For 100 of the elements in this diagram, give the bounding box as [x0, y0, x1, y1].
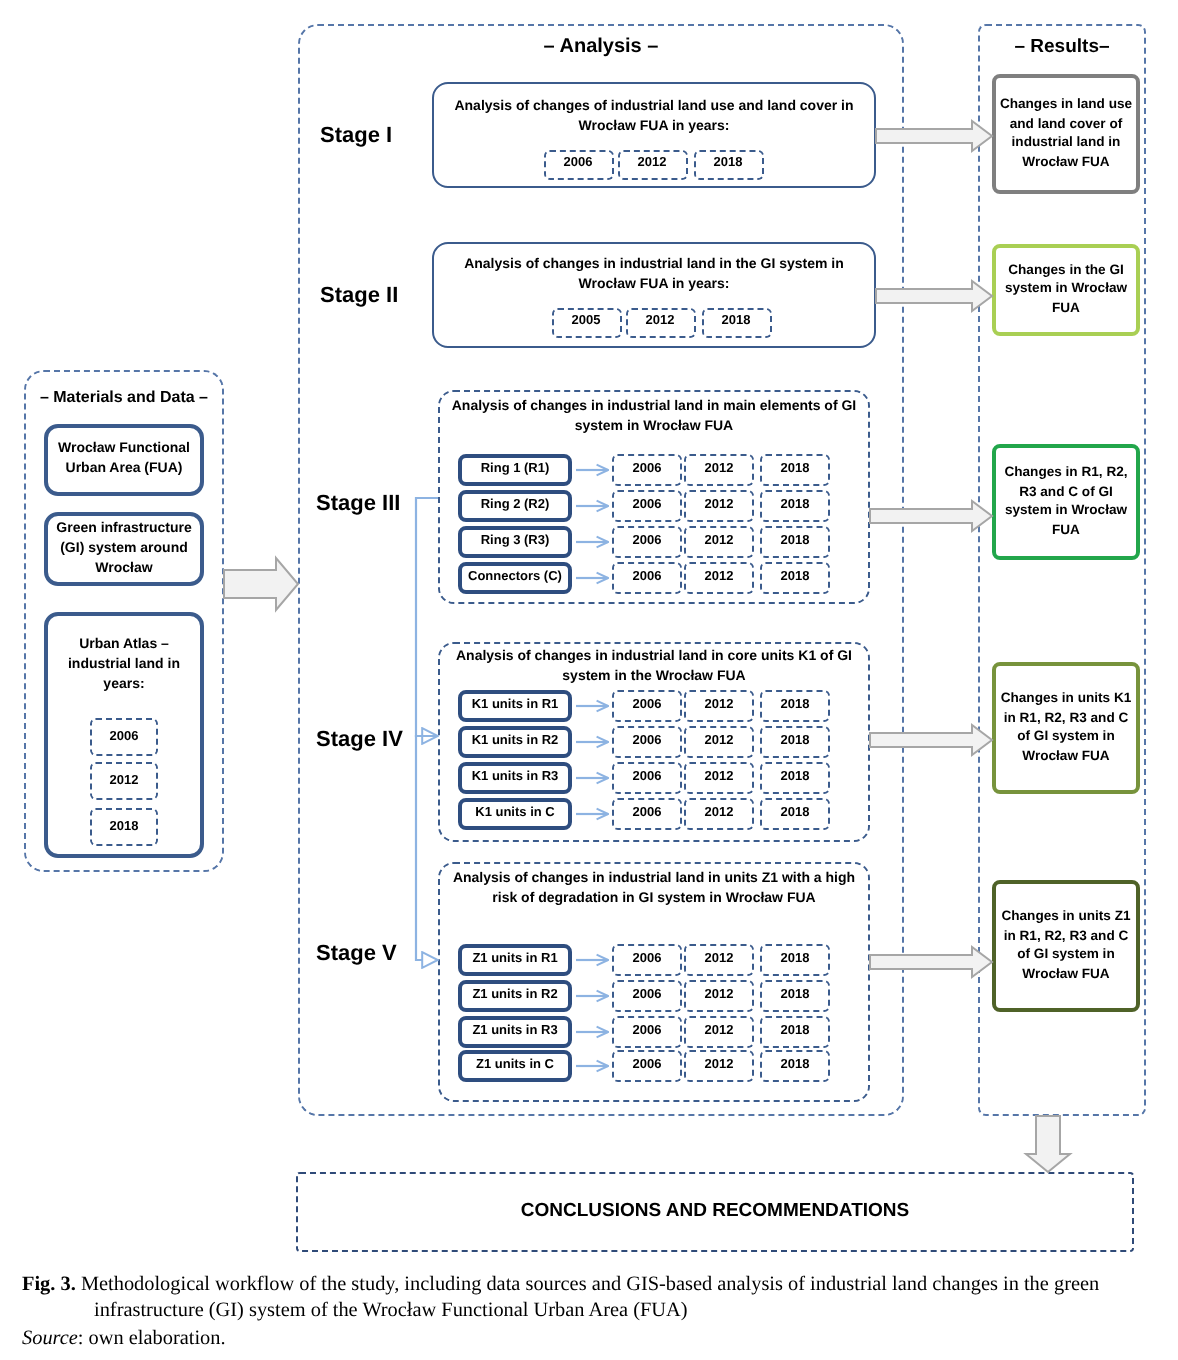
year-box [551, 307, 621, 337]
year-box [612, 526, 682, 558]
data-source-box [44, 424, 204, 496]
year-box [543, 149, 613, 179]
block-arrow [1023, 1115, 1073, 1174]
year-box [612, 1016, 682, 1048]
stage-label: Stage I [320, 124, 393, 148]
year-box [684, 562, 754, 594]
panel-title: – Results– [1014, 36, 1110, 58]
element-box [458, 1050, 572, 1082]
element-box [458, 1016, 572, 1048]
year-box [684, 726, 754, 758]
stage-box [438, 862, 870, 1102]
element-box [458, 798, 572, 830]
year-box [684, 944, 754, 976]
year-box [612, 690, 682, 722]
stage-box [432, 82, 876, 188]
arrow [576, 1059, 609, 1073]
arrow [576, 1025, 609, 1039]
element-box [458, 454, 572, 486]
stage-label: Stage III [316, 492, 401, 516]
data-source-box [44, 612, 204, 858]
stage-box [438, 390, 870, 604]
stage-box [438, 642, 870, 842]
year-box [684, 526, 754, 558]
stage-label: Stage V [316, 942, 397, 966]
stage-box [432, 242, 876, 348]
element-box [458, 490, 572, 522]
year-box [760, 562, 830, 594]
block-arrow [869, 945, 994, 979]
element-box [458, 526, 572, 558]
year-box [760, 762, 830, 794]
conclusions-text: CONCLUSIONS AND RECOMMENDATIONS [520, 1200, 910, 1222]
arrow [576, 807, 609, 821]
element-box [458, 562, 572, 594]
data-source-box [44, 512, 204, 586]
results-panel [978, 24, 1146, 1116]
arrow [576, 571, 609, 585]
element-box [458, 762, 572, 794]
year-box [760, 980, 830, 1012]
flow-arrow [414, 734, 439, 969]
year-box [612, 726, 682, 758]
year-box [760, 690, 830, 722]
element-box [458, 944, 572, 976]
year-box [684, 798, 754, 830]
year-box [625, 307, 695, 337]
panel-title: – Materials and Data – [39, 388, 209, 406]
year-box [612, 980, 682, 1012]
arrow [576, 535, 609, 549]
arrow [576, 735, 609, 749]
year-box [90, 762, 158, 800]
arrow [576, 499, 609, 513]
year-box [760, 1016, 830, 1048]
arrow [576, 771, 609, 785]
year-box [684, 454, 754, 486]
source-note: Source: own elaboration. [22, 1328, 226, 1350]
year-box [612, 562, 682, 594]
year-box [684, 762, 754, 794]
conclusions-box [296, 1172, 1134, 1252]
block-arrow [869, 499, 994, 533]
arrow [576, 699, 609, 713]
materials-panel [24, 370, 224, 872]
year-box [684, 1050, 754, 1082]
year-box [612, 1050, 682, 1082]
analysis-panel [298, 24, 904, 1116]
year-box [760, 454, 830, 486]
element-box [458, 980, 572, 1012]
year-box [617, 149, 687, 179]
figure-caption: Fig. 3. Methodological workflow of the study, including data sources and GIS-based analysis of industrial land changes in the green infrastructure (GI) system of the Wrocław Functional Urban Area (FUA) [22, 1274, 1100, 1322]
year-box [612, 944, 682, 976]
block-arrow [223, 555, 300, 613]
result-box [992, 880, 1140, 1012]
year-box [693, 149, 763, 179]
block-arrow [875, 119, 994, 153]
element-box [458, 690, 572, 722]
arrow [576, 463, 609, 477]
year-box [760, 944, 830, 976]
year-box [760, 798, 830, 830]
year-box [760, 490, 830, 522]
year-box [684, 490, 754, 522]
result-box [992, 444, 1140, 560]
year-box [760, 526, 830, 558]
stage-label: Stage II [320, 284, 399, 308]
block-arrow [869, 723, 994, 757]
result-box [992, 244, 1140, 336]
year-box [760, 726, 830, 758]
year-box [612, 490, 682, 522]
element-box [458, 726, 572, 758]
year-box [760, 1050, 830, 1082]
result-box [992, 662, 1140, 794]
year-box [684, 1016, 754, 1048]
year-box [90, 718, 158, 756]
panel-title: – Analysis – [543, 36, 659, 58]
year-box [684, 690, 754, 722]
year-box [612, 454, 682, 486]
year-box [90, 808, 158, 846]
arrow [576, 989, 609, 1003]
year-box [612, 798, 682, 830]
arrow [576, 953, 609, 967]
year-box [612, 762, 682, 794]
